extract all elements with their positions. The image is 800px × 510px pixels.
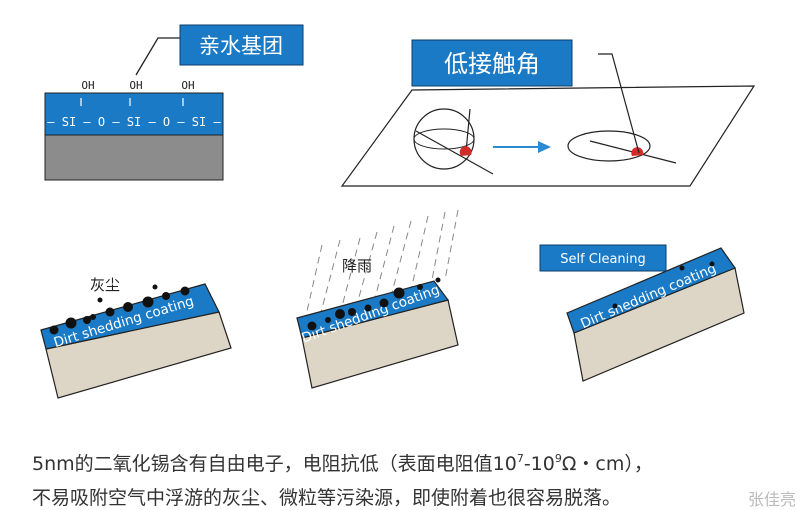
coating-layer: [44, 92, 224, 136]
watermark: 张佳亮: [747, 490, 796, 509]
hydrophilic-label-box: [179, 24, 304, 66]
substrate-block: [44, 134, 224, 181]
contact-point-before: [459, 146, 472, 156]
dust-panel: Dirt shedding coating 灰尘: [40, 276, 232, 399]
caption-line-1: 5nm的二氧化锡含有自由电子，电阻抗低（表面电阻值107-109Ω・cm），: [32, 452, 653, 475]
contact-angle-panel: 低接触角: [340, 39, 756, 187]
flat-droplet: [567, 130, 651, 162]
hydrophilic-panel: OH OH OH – SI – O – SI – O – SI – 亲水基团: [44, 24, 304, 181]
surface-plane: [340, 85, 756, 187]
contact-point-after: [631, 147, 644, 156]
dust-label: 灰尘: [90, 276, 120, 294]
callout-line-contact-angle: [598, 53, 640, 154]
rain-coating: [296, 280, 450, 339]
oh-label-1: OH: [81, 79, 94, 92]
callout-line-hydrophilic: [135, 37, 180, 76]
oh-label-3: OH: [181, 79, 194, 92]
clean-coating: [566, 247, 736, 334]
oh-label-2: OH: [129, 79, 142, 92]
self-cleaning-label-box: [539, 244, 667, 272]
droplet-sphere-equator: [413, 128, 475, 150]
self-cleaning-label: Self Cleaning: [560, 252, 646, 267]
rain-panel: Dirt shedding coating 降雨: [296, 209, 459, 389]
rain-label: 降雨: [342, 257, 372, 275]
rain-streaks: [304, 209, 459, 321]
self-cleaning-diagram: OH OH OH – SI – O – SI – O – SI – 亲水基团 低…: [40, 24, 756, 399]
hydrophilic-label: 亲水基团: [199, 34, 283, 58]
self-cleaning-panel: Dirt shedding coating Self Cleaning: [539, 244, 745, 382]
arrow-head: [538, 141, 551, 153]
molecule-chain: – SI – O – SI – O – SI –: [47, 115, 221, 129]
contact-angle-label: 低接触角: [444, 50, 540, 78]
caption-line-2: 不易吸附空气中浮游的灰尘、微粒等污染源，即使附着也很容易脱落。: [32, 487, 622, 508]
contact-angle-label-box: [411, 39, 573, 87]
